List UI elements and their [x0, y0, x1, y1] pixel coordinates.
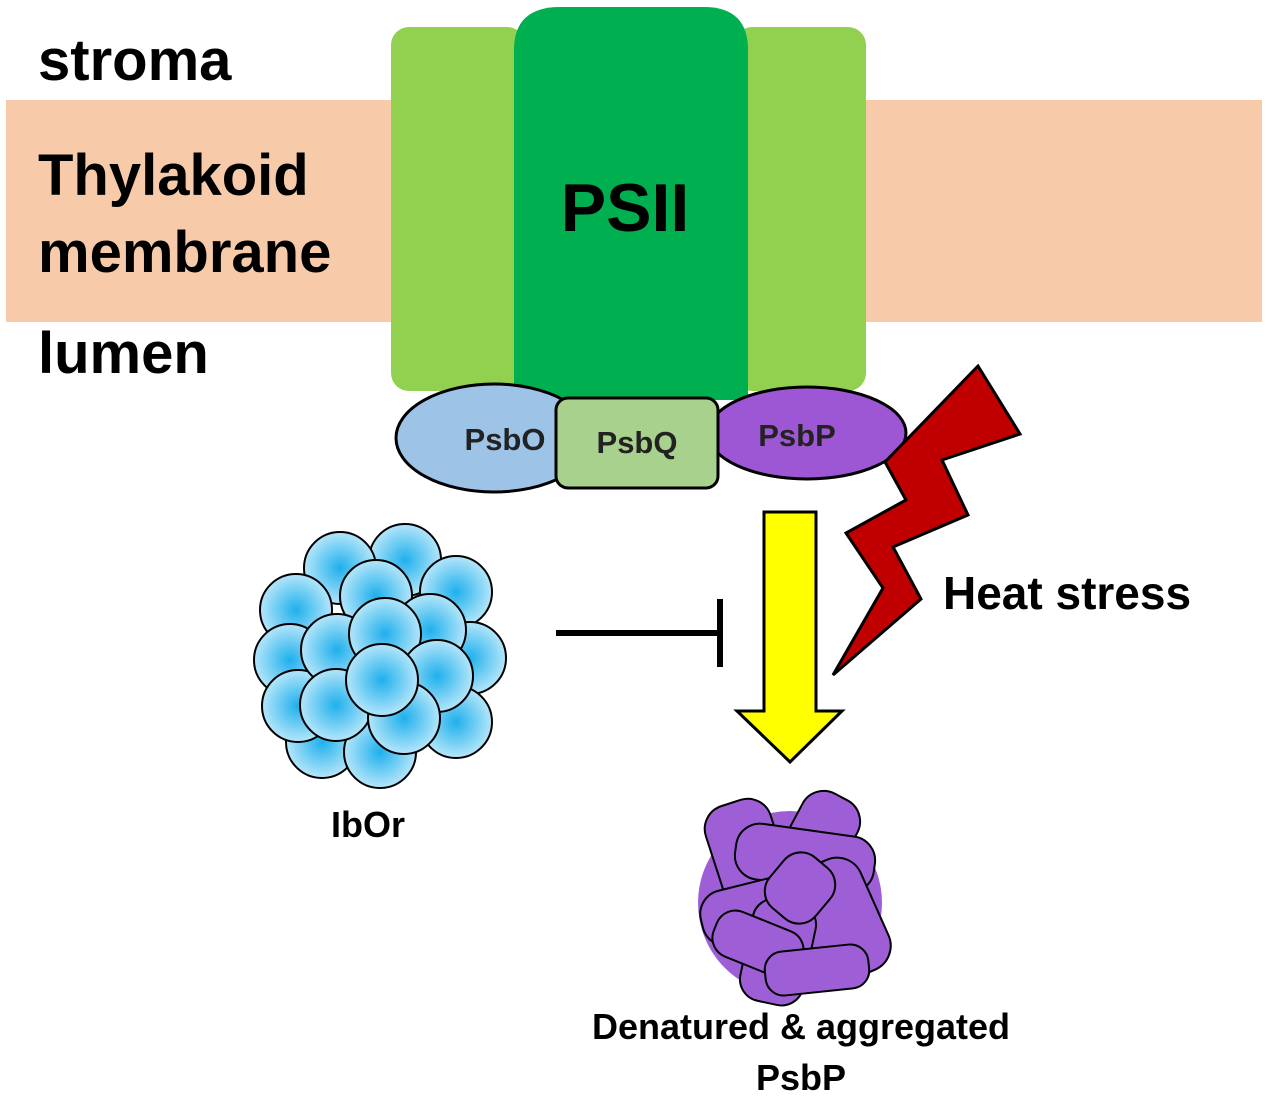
psbq-label: PsbQ: [597, 425, 678, 460]
psii-label: PSII: [561, 170, 690, 246]
membrane-label-line2: membrane: [38, 220, 331, 285]
membrane-label-line1: Thylakoid: [38, 143, 309, 208]
heat-stress-label: Heat stress: [943, 567, 1191, 619]
ibor-label: IbOr: [331, 804, 405, 845]
psii-complex: PSII: [391, 7, 866, 400]
psbp-label: PsbP: [758, 418, 836, 453]
psii-right-subunit: [734, 27, 866, 391]
stroma-label: stroma: [38, 28, 232, 93]
extrinsic-proteins: PsbO PsbQ PsbP: [394, 382, 908, 494]
down-arrow-icon: [733, 510, 846, 765]
lumen-label: lumen: [38, 321, 209, 386]
psbo-label: PsbO: [465, 422, 546, 457]
aggregate-label-line1: Denatured & aggregated: [592, 1006, 1010, 1047]
sphere-cluster-icon: [253, 523, 507, 789]
inhibition-arrow-icon: [556, 599, 723, 667]
psii-left-subunit: [391, 27, 525, 391]
lightning-bolt-icon: [831, 363, 1023, 677]
psii-core: [514, 7, 748, 400]
aggregate-label-line2: PsbP: [756, 1057, 846, 1098]
psbq-protein: [554, 396, 720, 490]
protein-aggregate-icon: [698, 789, 892, 1007]
